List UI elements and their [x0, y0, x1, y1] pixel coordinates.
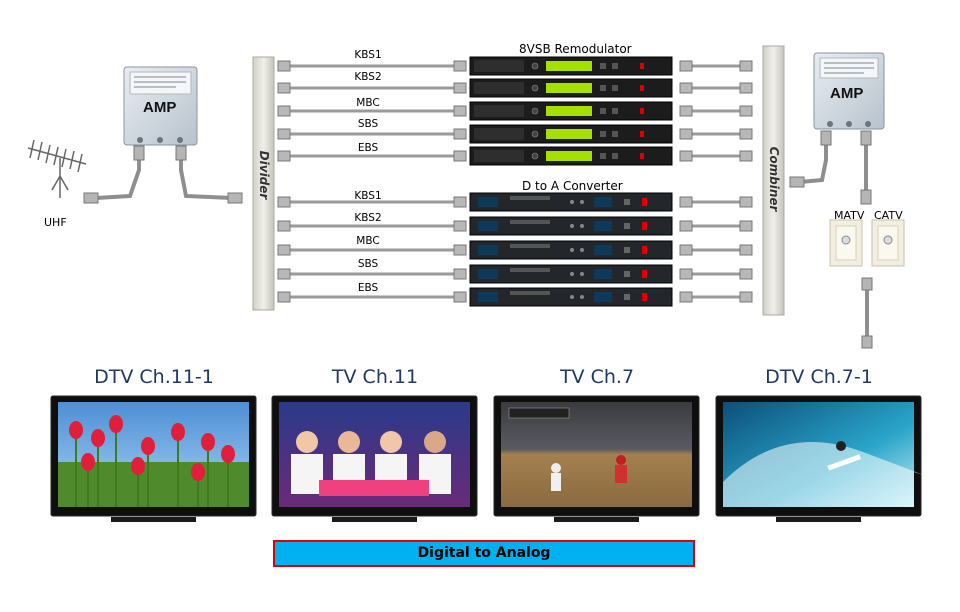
remodulator-unit	[469, 78, 673, 98]
converter-row	[277, 264, 753, 284]
tv-title: TV Ch.11	[331, 366, 419, 388]
input-amplifier	[123, 66, 198, 146]
converter-unit	[469, 240, 673, 260]
matv-label: MATV	[834, 209, 865, 222]
remodulator-channel-label: MBC	[356, 97, 380, 109]
digital-to-analog-banner: Digital to Analog	[273, 540, 695, 567]
tv-screen-baseball	[501, 402, 692, 507]
converter-unit	[469, 287, 673, 307]
tv-title: DTV Ch.7-1	[765, 366, 873, 388]
remodulator-label: 8VSB Remodulator	[519, 42, 632, 56]
converter-unit	[469, 192, 673, 212]
remodulator-channel-label: KBS1	[354, 49, 382, 61]
tv-title: DTV Ch.11-1	[94, 366, 214, 388]
remodulator-row	[277, 78, 753, 98]
tv-set	[715, 395, 922, 522]
converter-label: D to A Converter	[522, 179, 623, 193]
remodulator-channel-label: KBS2	[354, 71, 382, 83]
remodulator-row	[277, 124, 753, 144]
remodulator-row	[277, 101, 753, 121]
converter-row	[277, 240, 753, 260]
converter-row	[277, 192, 753, 212]
remodulator-row	[277, 146, 753, 166]
converter-channel-label: MBC	[356, 235, 380, 247]
tv-screen-studio	[279, 402, 470, 507]
converter-channel-label: KBS2	[354, 212, 382, 224]
tv-set	[493, 395, 700, 522]
matv-wall-outlet	[829, 219, 863, 267]
converter-row	[277, 216, 753, 236]
output-amp-label: AMP	[830, 85, 864, 102]
converter-unit	[469, 264, 673, 284]
uhf-label: UHF	[44, 216, 67, 229]
catv-label: CATV	[874, 209, 903, 222]
input-amp-label: AMP	[143, 99, 177, 116]
divider-rail	[252, 56, 275, 311]
remodulator-unit	[469, 146, 673, 166]
tv-set	[271, 395, 478, 522]
uhf-antenna-icon	[27, 139, 87, 198]
divider-label: Divider	[257, 150, 271, 200]
combiner-rail	[762, 45, 785, 316]
remodulator-channel-label: SBS	[357, 118, 379, 130]
catv-wall-outlet	[871, 219, 905, 267]
tv-screen-surfing	[723, 402, 922, 507]
digital-to-analog-label: Digital to Analog	[417, 545, 551, 561]
remodulator-unit	[469, 101, 673, 121]
converter-unit	[469, 216, 673, 236]
remodulator-row	[277, 56, 753, 76]
remodulator-unit	[469, 56, 673, 76]
tv-screen-flowers	[58, 402, 249, 507]
tv-set	[50, 395, 257, 522]
converter-row	[277, 287, 753, 307]
combiner-label: Combiner	[767, 146, 781, 212]
converter-channel-label: KBS1	[354, 190, 382, 202]
output-amplifier	[813, 52, 885, 130]
remodulator-unit	[469, 124, 673, 144]
tv-title: TV Ch.7	[559, 366, 635, 388]
converter-channel-label: EBS	[357, 282, 379, 294]
converter-channel-label: SBS	[357, 258, 379, 270]
remodulator-channel-label: EBS	[357, 142, 379, 154]
